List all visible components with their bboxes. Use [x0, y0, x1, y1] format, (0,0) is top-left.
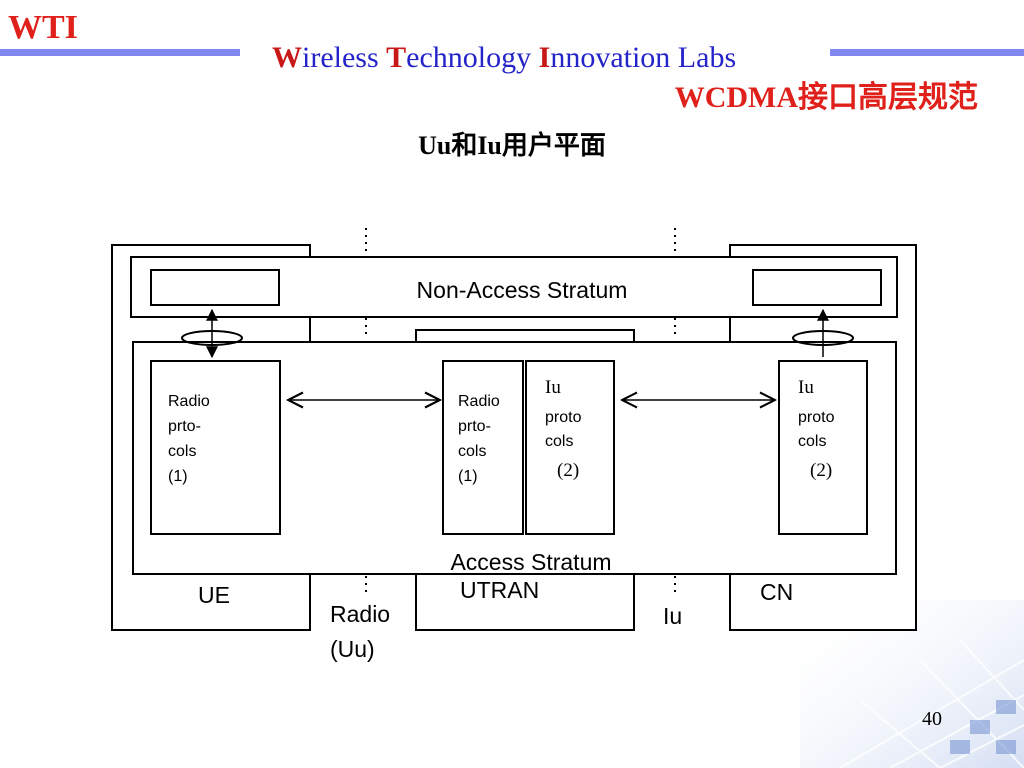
utran-iu-line-4: (2) [557, 460, 579, 481]
utran-radio-protocols-text: Radio prto- cols (1) [458, 393, 500, 485]
page-number: 40 [922, 708, 942, 730]
header-line-left [0, 49, 240, 56]
utran-iu-protocols-box [525, 360, 615, 535]
ue-radio-line-2: prto- [168, 418, 201, 435]
lab-title: Wireless Technology Innovation Labs [272, 40, 736, 76]
lab-title-word-3: nnovation Labs [550, 41, 737, 74]
utran-radio-line-4: (1) [458, 468, 478, 485]
ue-radio-protocols-box [150, 360, 281, 535]
utran-iu-line-3: cols [545, 433, 573, 450]
cn-sap-ellipse [792, 330, 854, 346]
slide-heading: Uu和Iu用户平面 [418, 131, 606, 160]
lab-title-cap-t: T [386, 41, 407, 74]
interface-boundary-lines [365, 228, 676, 594]
ue-nas-entity [150, 269, 280, 306]
iu-interface-label: Iu [663, 603, 682, 629]
radio-interface-label-line-2: (Uu) [330, 636, 375, 662]
cn-iu-line-3: cols [798, 433, 826, 450]
utran-iu-protocols-text: Iu proto cols (2) [545, 377, 582, 481]
cn-iu-line-4: (2) [810, 460, 832, 481]
lab-title-cap-i: I [538, 41, 551, 74]
lab-title-word-2: echnology [406, 41, 539, 74]
utran-radio-line-3: cols [458, 443, 486, 460]
access-stratum-label: Access Stratum [450, 549, 611, 575]
ue-radio-line-3: cols [168, 443, 196, 460]
radio-interface-label-line-1: Radio [330, 601, 390, 627]
cn-label: CN [760, 579, 793, 605]
wti-logo: WTI [8, 9, 78, 46]
lab-title-cap-w: W [272, 41, 302, 74]
spec-subtitle: WCDMA接口高层规范 [674, 81, 978, 114]
cn-iu-protocols-box [778, 360, 868, 535]
cn-iu-line-1: Iu [798, 377, 814, 398]
utran-label: UTRAN [460, 577, 539, 603]
header-line-right [830, 49, 1024, 56]
utran-radio-line-2: prto- [458, 418, 491, 435]
utran-iu-line-2: proto [545, 409, 582, 426]
cn-iu-protocols-text: Iu proto cols (2) [798, 377, 835, 481]
ue-radio-line-4: (1) [168, 468, 188, 485]
cn-nas-entity [752, 269, 882, 306]
utran-iu-line-1: Iu [545, 377, 561, 398]
non-access-stratum-label: Non-Access Stratum [417, 277, 628, 303]
ue-radio-protocols-text: Radio prto- cols (1) [168, 393, 210, 485]
cn-iu-line-2: proto [798, 409, 835, 426]
utran-radio-line-1: Radio [458, 393, 500, 410]
ue-sap-ellipse [181, 330, 243, 346]
ue-radio-line-1: Radio [168, 393, 210, 410]
utran-radio-protocols-box [442, 360, 524, 535]
lab-title-word-1: ireless [302, 41, 387, 74]
ue-label: UE [198, 582, 230, 608]
